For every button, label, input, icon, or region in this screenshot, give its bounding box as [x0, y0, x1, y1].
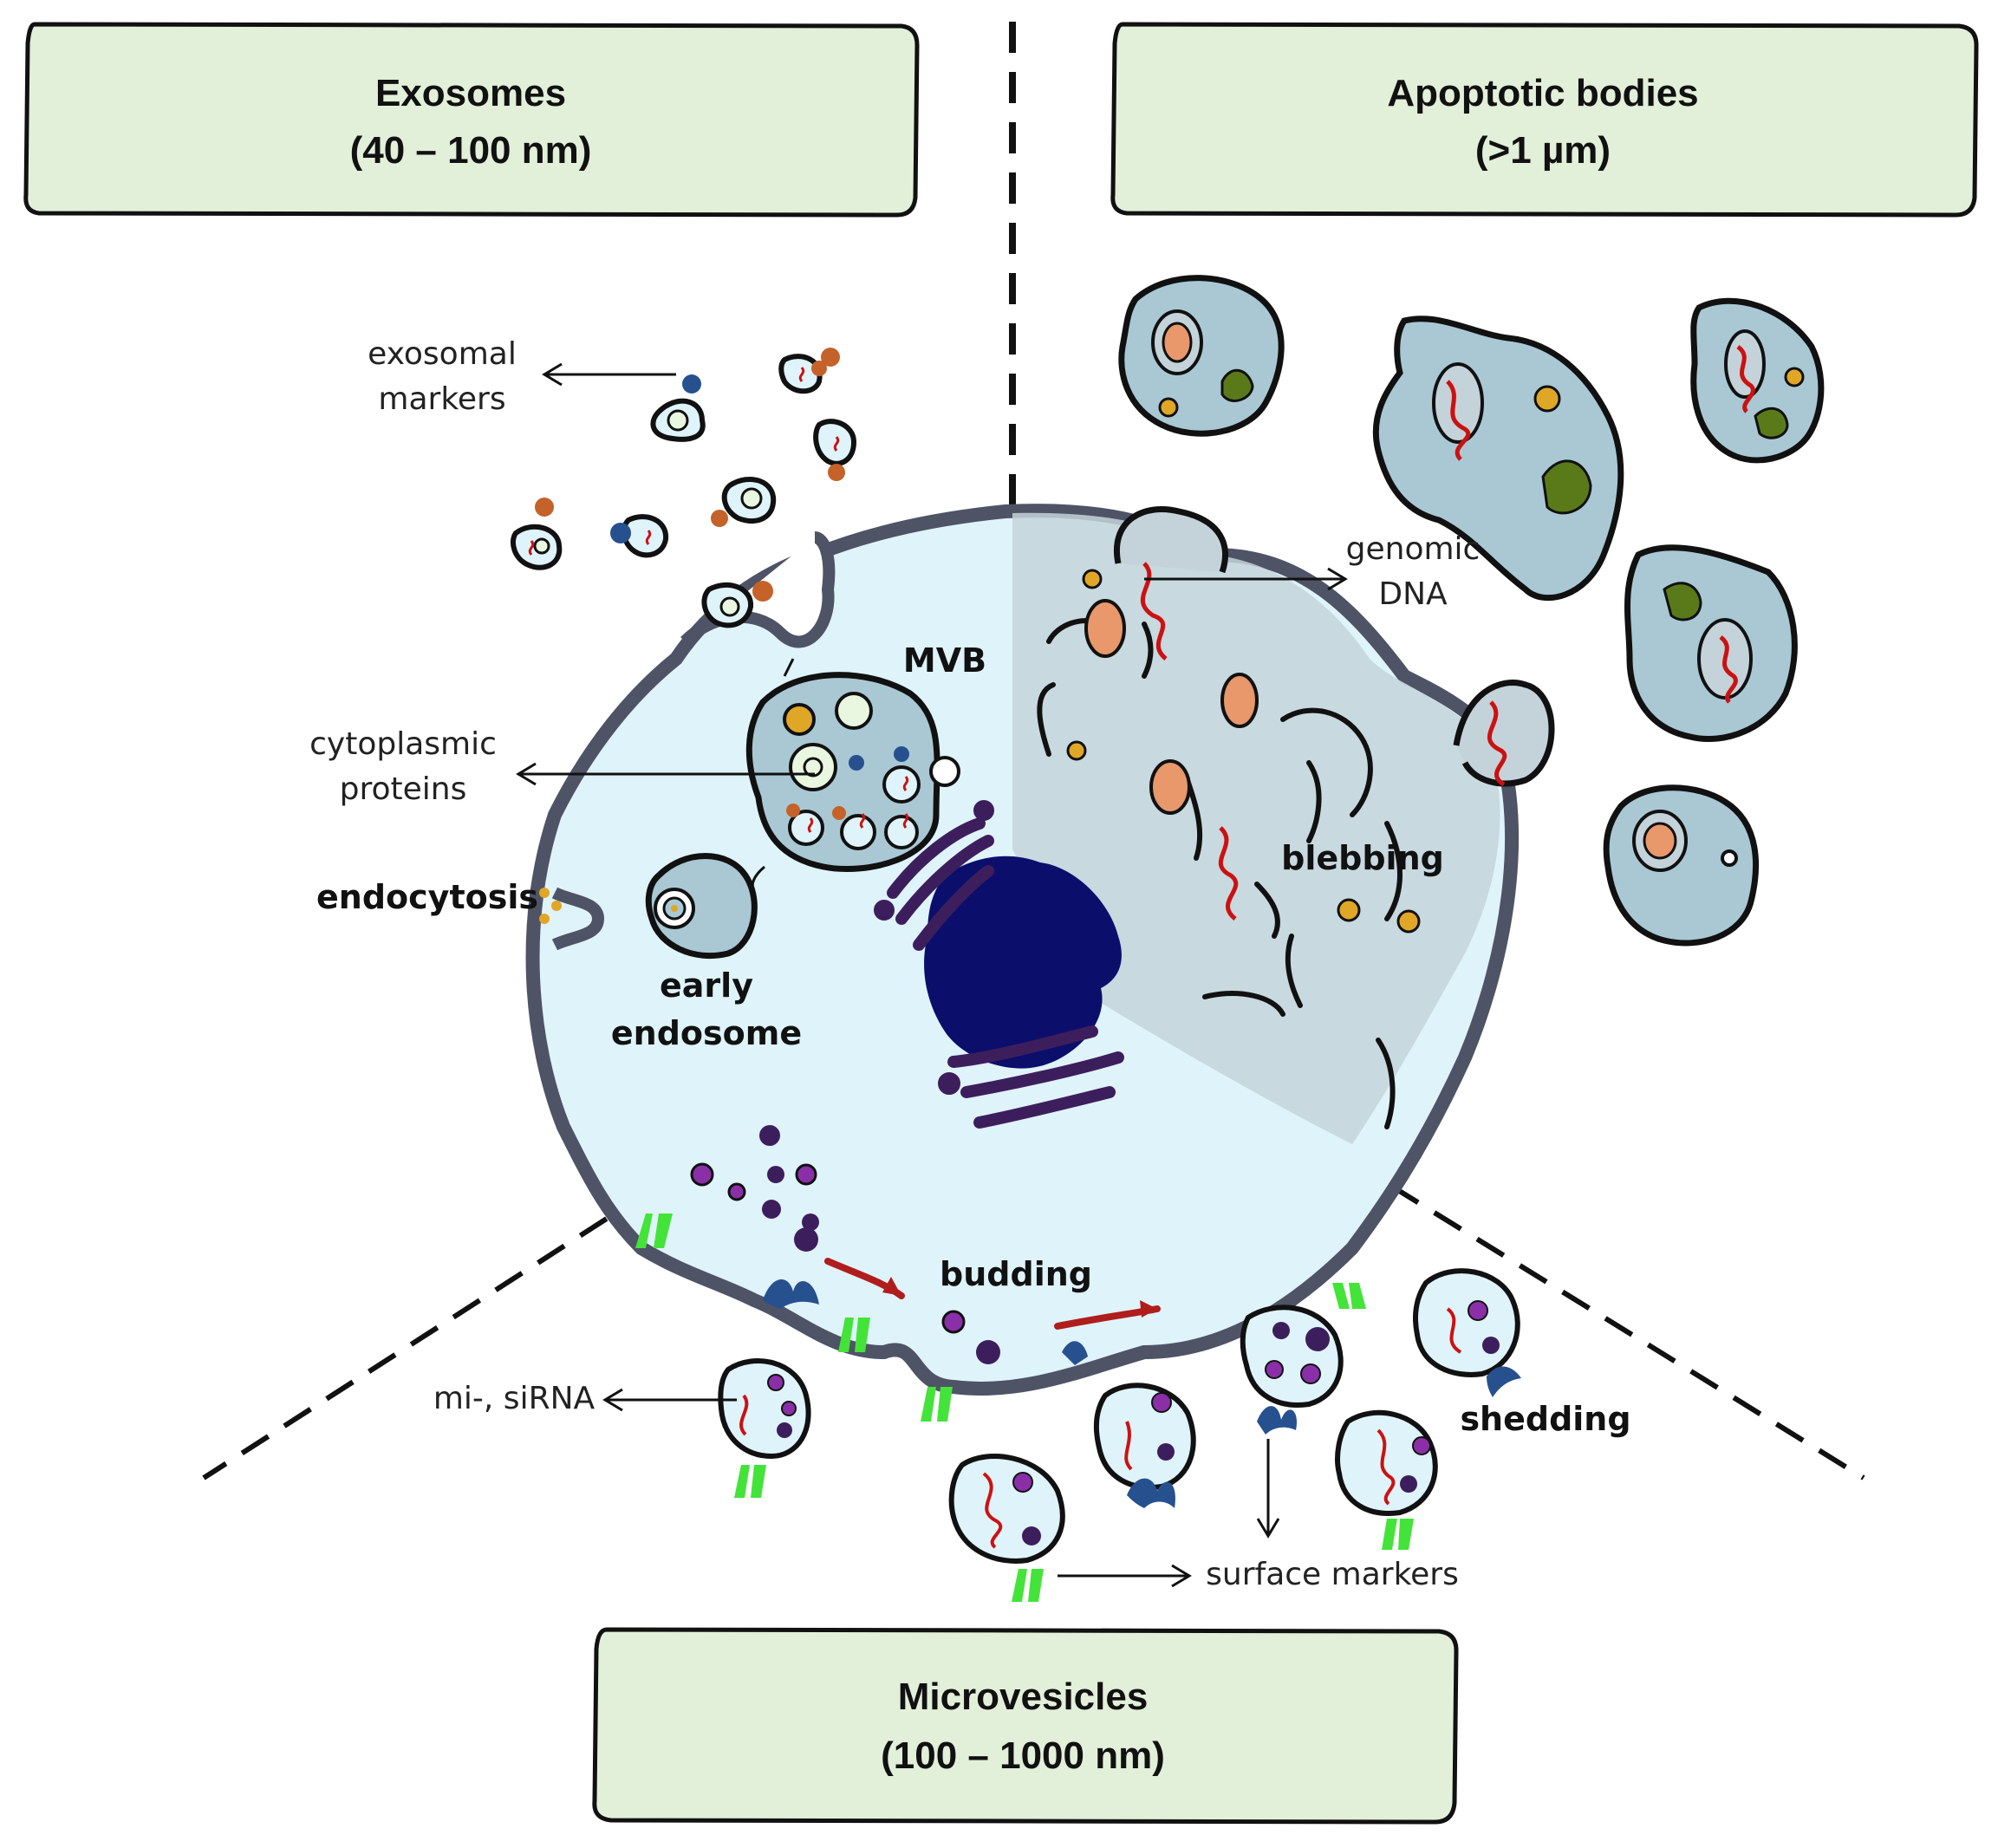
genomic-dna-label-line2: DNA [1378, 576, 1448, 612]
endocytosis-pit [551, 887, 605, 951]
labels: exosomal markers cytoplasmic proteins en… [309, 336, 1630, 1592]
exosomes-box: Exosomes (40 – 100 nm) [23, 22, 920, 218]
mvb-label: MVB [903, 641, 986, 680]
microvesicles-box: Microvesicles (100 – 1000 nm) [592, 1627, 1459, 1825]
apoptotic-bodies [1118, 275, 1825, 947]
apoptotic-sector [1012, 512, 1500, 1144]
golgi-apparatus-upper [874, 800, 994, 951]
apoptotic-bodies-title: Apoptotic bodies [1387, 72, 1698, 114]
released-exosomes [511, 348, 857, 628]
apoptotic-bodies-box: Apoptotic bodies (>1 µm) [1110, 22, 1979, 218]
microvesicles-size: (100 – 1000 nm) [881, 1734, 1165, 1777]
exosomal-markers-label-line1: exosomal [368, 336, 517, 372]
golgi-apparatus-lower [938, 1025, 1124, 1129]
surface-markers-label: surface markers [1206, 1557, 1459, 1592]
pointer-arrows [516, 362, 1348, 1588]
bleb-right [1453, 680, 1555, 787]
budding-region [690, 1125, 1161, 1364]
multivesicular-body [745, 658, 960, 894]
genomic-dna-label-line1: genomic [1346, 531, 1481, 567]
blebbing-label: blebbing [1281, 839, 1444, 877]
cytoplasmic-proteins-label-line1: cytoplasmic [309, 726, 497, 762]
membrane-markers [635, 1214, 1366, 1422]
budding-label: budding [940, 1255, 1092, 1293]
exosomal-markers-label-line2: markers [378, 381, 505, 417]
released-microvesicles [718, 1268, 1521, 1602]
nucleus [924, 856, 1122, 1069]
exosomes-size: (40 – 100 nm) [350, 129, 592, 172]
exosomes-title: Exosomes [375, 72, 566, 114]
early-endosome [645, 853, 758, 960]
cytoplasmic-proteins-label-line2: proteins [340, 771, 467, 807]
endocytosis-label: endocytosis [316, 878, 538, 916]
early-endosome-label-line2: endosome [611, 1014, 802, 1052]
mi-sirna-label: mi-, siRNA [433, 1381, 595, 1416]
bleb-top [1114, 506, 1228, 574]
shedding-label: shedding [1460, 1400, 1630, 1438]
early-endosome-label-line1: early [660, 966, 753, 1005]
microvesicles-title: Microvesicles [898, 1676, 1149, 1718]
apoptotic-bodies-size: (>1 µm) [1475, 129, 1611, 172]
endocytosis-cargo [539, 888, 562, 924]
